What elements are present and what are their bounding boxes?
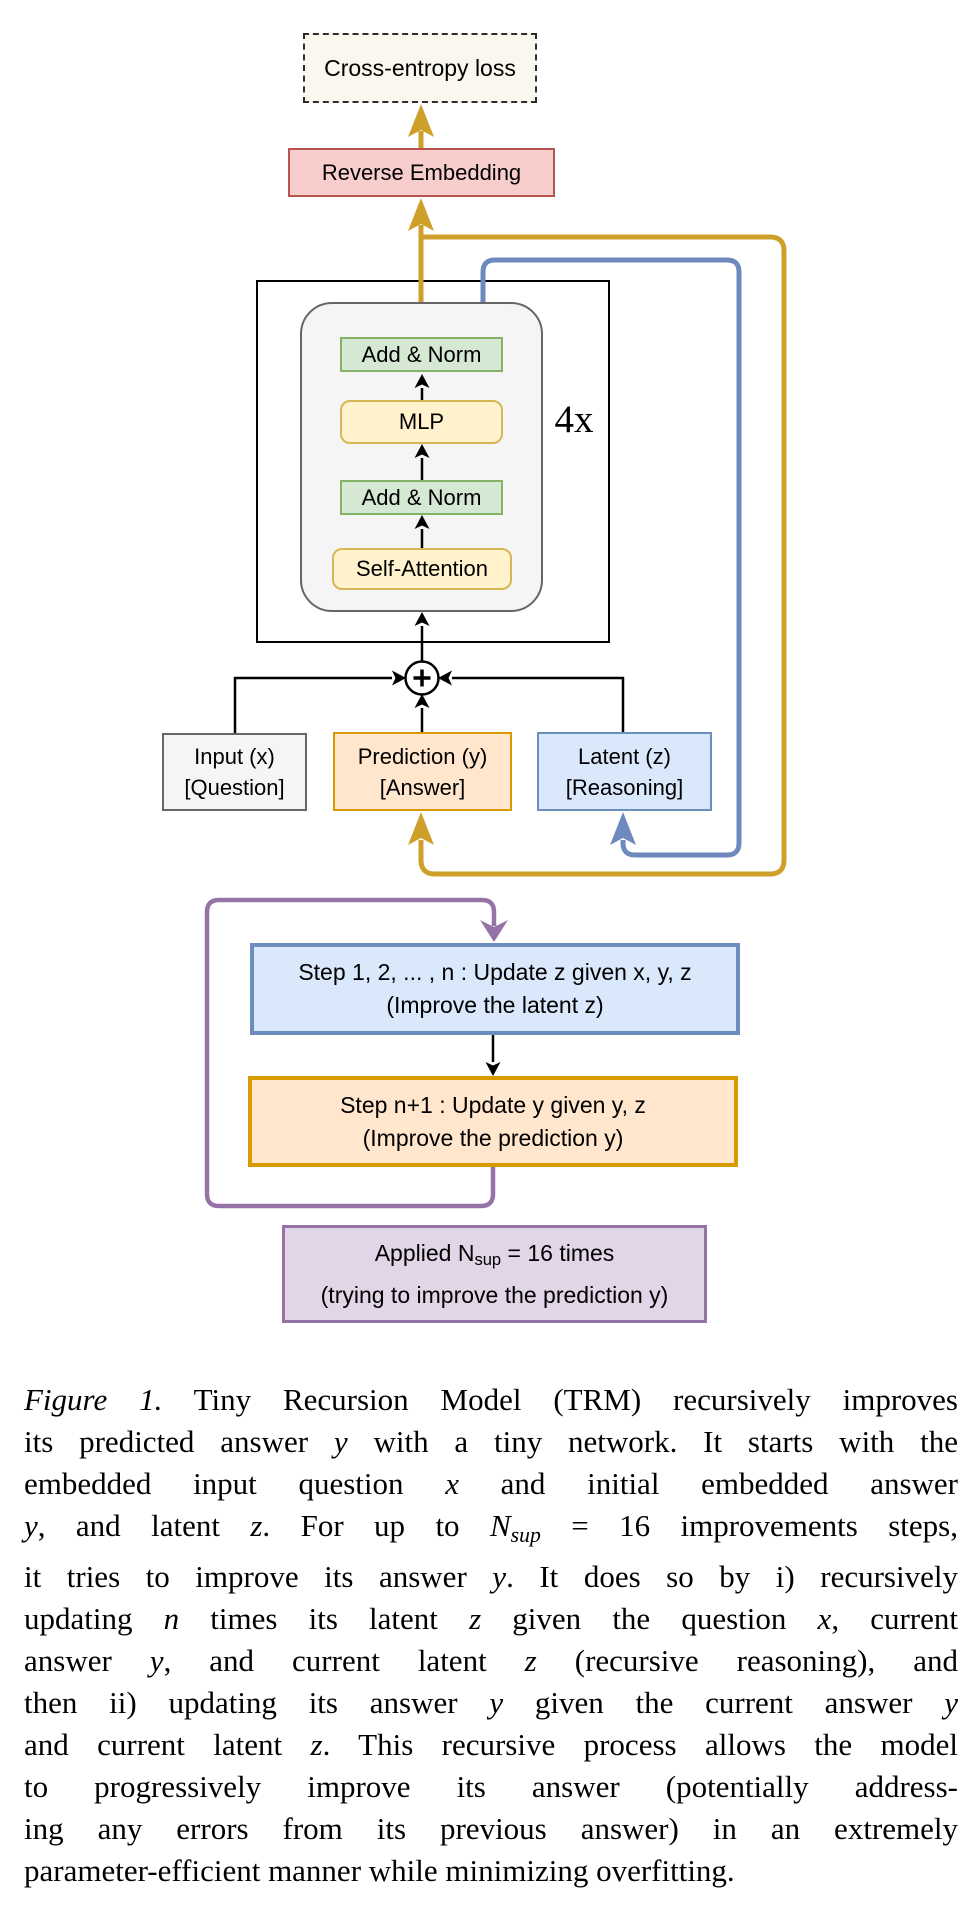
latent-z-sublabel: [Reasoning] [565, 774, 684, 800]
caption-math-segment: y [489, 1685, 504, 1721]
caption-text-segment: and initial embedded answer [458, 1466, 958, 1501]
self-attention-box: Self-Attention [332, 548, 512, 590]
caption-math-segment: y [149, 1643, 164, 1679]
caption-line: its predicted answer y with a tiny netwo… [24, 1421, 958, 1463]
caption-text-segment: , current [831, 1601, 958, 1637]
caption-math-segment: y [492, 1559, 507, 1595]
input-x-box: Input (x) [Question] [162, 733, 307, 811]
caption-text-segment: to progressively improve its answer (pot… [24, 1769, 958, 1805]
caption-text-segment: embedded input question [24, 1466, 446, 1501]
add-norm-bottom-label: Add & Norm [361, 484, 482, 510]
caption-text-segment: = 16 improvements steps, [540, 1508, 958, 1543]
caption-text-segment: with a tiny network. It starts with the [347, 1424, 958, 1459]
applied-nsup-label: Applied Nsup = 16 times [375, 1236, 615, 1277]
input-x-label: Input (x) [194, 744, 275, 769]
caption-math-segment: z [250, 1508, 263, 1543]
caption-text-segment: given the current answer [503, 1685, 945, 1721]
caption-text-segment: , and current latent [163, 1643, 525, 1679]
mlp-label: MLP [398, 409, 445, 434]
recursion-loop-arrowhead [480, 920, 508, 942]
caption-text-segment: . For up to [262, 1508, 490, 1543]
caption-text-segment: parameter-efficient manner while minimiz… [24, 1853, 735, 1889]
caption-line: ing any errors from its previous answer)… [24, 1808, 958, 1850]
repeat-4x-label: 4x [554, 397, 594, 441]
caption-math-segment: sup [510, 1523, 541, 1548]
z-path-arrowhead [610, 812, 636, 845]
step-update-y-box: Step n+1 : Update y given y, z (Improve … [248, 1076, 738, 1167]
caption-line: embedded input question x and initial em… [24, 1463, 958, 1505]
prediction-y-label: Prediction (y) [357, 743, 488, 769]
caption-line: Figure 1. Tiny Recursion Model (TRM) rec… [24, 1379, 958, 1421]
step-update-z-box: Step 1, 2, ... , n : Update z given x, y… [250, 943, 740, 1035]
self-attention-label: Self-Attention [355, 556, 489, 581]
black-connectors [233, 388, 625, 1062]
caption-math-segment: y [333, 1424, 348, 1459]
latent-z-label: Latent (z) [578, 743, 671, 769]
caption-line: then ii) updating its answer y given the… [24, 1682, 958, 1724]
applied-post: = 16 times [501, 1240, 615, 1267]
reverse-embedding-box: Reverse Embedding [288, 148, 555, 197]
y-path-arrowheads [408, 104, 434, 845]
caption-line: it tries to improve its answer y. It doe… [24, 1556, 958, 1598]
applied-nsup-box: Applied Nsup = 16 times (trying to impro… [282, 1225, 707, 1323]
applied-pre: Applied N [374, 1240, 475, 1267]
caption-text-segment: and current latent [24, 1727, 311, 1763]
add-norm-top-label: Add & Norm [361, 341, 482, 367]
sum-junction-icon [404, 660, 440, 696]
caption-math-segment: z [310, 1727, 323, 1763]
caption-line: and current latent z. This recursive pro… [24, 1724, 958, 1766]
caption-text-segment: answer [24, 1643, 150, 1679]
caption-text-segment: updating [24, 1601, 164, 1637]
caption-math-segment: x [445, 1466, 459, 1501]
applied-nsup-sublabel: (trying to improve the prediction y) [320, 1281, 669, 1308]
z-feedback-path [480, 257, 742, 858]
caption-text-segment: . This recursive process allows the mode… [322, 1727, 958, 1763]
caption-text-segment: ing any errors from its previous answer)… [24, 1811, 958, 1847]
prediction-y-box: Prediction (y) [Answer] [333, 732, 512, 811]
figure-caption: Figure 1. Tiny Recursion Model (TRM) rec… [24, 1379, 958, 1892]
prediction-y-sublabel: [Answer] [379, 774, 466, 800]
add-norm-bottom-box: Add & Norm [340, 480, 503, 515]
cross-entropy-loss-box: Cross-entropy loss [303, 33, 537, 103]
caption-line: y, and latent z. For up to Nsup = 16 imp… [24, 1505, 958, 1556]
caption-math-segment: x [817, 1601, 832, 1637]
caption-text-segment: given the question [481, 1601, 818, 1637]
caption-text-segment: then ii) updating its answer [24, 1685, 490, 1721]
step-update-z-sublabel: (Improve the latent z) [386, 992, 604, 1018]
caption-math-segment: Figure 1. [24, 1382, 163, 1417]
caption-math-segment: y [944, 1685, 958, 1721]
caption-line: answer y, and current latent z (recursiv… [24, 1640, 958, 1682]
step-update-z-label: Step 1, 2, ... , n : Update z given x, y… [298, 959, 692, 985]
caption-math-segment: y [24, 1508, 38, 1543]
applied-subscript: sup [474, 1250, 502, 1270]
black-arrowheads [392, 374, 501, 1076]
cross-entropy-loss-label: Cross-entropy loss [324, 54, 516, 81]
y-feedback-path [418, 131, 787, 877]
caption-text-segment: it tries to improve its answer [24, 1559, 493, 1595]
caption-text-segment: . It does so by i) recursively [506, 1559, 958, 1595]
caption-line: parameter-efficient manner while minimiz… [24, 1850, 958, 1892]
caption-math-segment: N [489, 1508, 511, 1543]
caption-line: to progressively improve its answer (pot… [24, 1766, 958, 1808]
add-norm-top-box: Add & Norm [340, 337, 503, 372]
input-x-sublabel: [Question] [184, 775, 285, 800]
step-update-y-label: Step n+1 : Update y given y, z [340, 1091, 646, 1118]
caption-text-segment: times its latent [179, 1601, 470, 1637]
caption-text-segment: (recursive reasoning), and [536, 1643, 958, 1679]
caption-text-segment: its predicted answer [24, 1424, 334, 1459]
caption-math-segment: z [524, 1643, 537, 1679]
recursion-loop-path [204, 897, 497, 1209]
reverse-embedding-label: Reverse Embedding [321, 159, 522, 185]
caption-text-segment: Tiny Recursion Model (TRM) recursively i… [162, 1382, 958, 1417]
caption-line: updating n times its latent z given the … [24, 1598, 958, 1640]
latent-z-box: Latent (z) [Reasoning] [537, 732, 712, 811]
caption-math-segment: z [469, 1601, 482, 1637]
caption-text-segment: , and latent [37, 1508, 251, 1543]
caption-math-segment: n [163, 1601, 180, 1637]
mlp-box: MLP [340, 400, 503, 444]
step-update-y-sublabel: (Improve the prediction y) [362, 1124, 624, 1151]
